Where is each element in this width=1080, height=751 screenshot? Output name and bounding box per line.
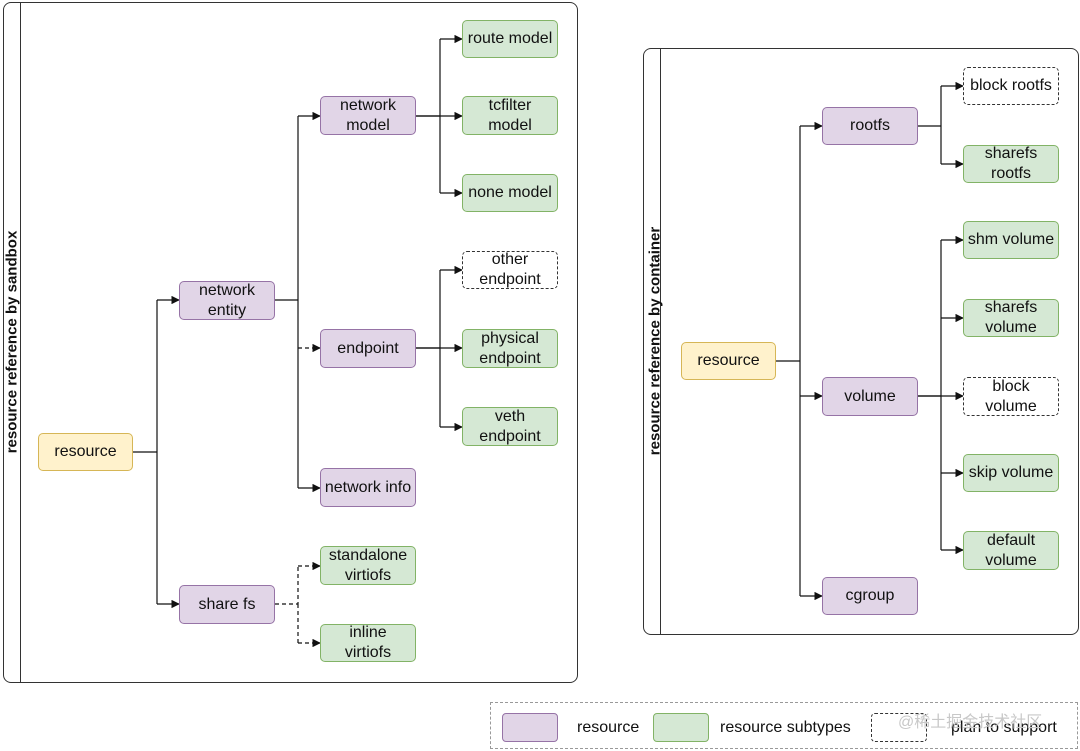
- legend-plan-swatch: [871, 713, 927, 742]
- block-volume-node: block volume: [963, 377, 1059, 416]
- sharefs-volume-node: sharefs volume: [963, 299, 1059, 337]
- default-volume-node: default volume: [963, 531, 1059, 570]
- sharefs-rootfs-node: sharefs rootfs: [963, 145, 1059, 183]
- network-entity-node: network entity: [179, 281, 275, 320]
- inline-virtiofs-node: inline virtiofs: [320, 624, 416, 662]
- other-endpoint-node: other endpoint: [462, 251, 558, 289]
- skip-volume-node: skip volume: [963, 454, 1059, 492]
- shm-volume-node: shm volume: [963, 221, 1059, 259]
- container-panel-title-bar: [644, 49, 661, 634]
- legend-subtype-swatch: [653, 713, 709, 742]
- tcfilter-model-node: tcfilter model: [462, 96, 558, 135]
- share-fs-node: share fs: [179, 585, 275, 624]
- veth-endpoint-node: veth endpoint: [462, 407, 558, 446]
- standalone-virtiofs-node: standalone virtiofs: [320, 546, 416, 585]
- physical-endpoint-node: physical endpoint: [462, 329, 558, 368]
- volume-node: volume: [822, 377, 918, 416]
- legend-resource-swatch: [502, 713, 558, 742]
- cgroup-node: cgroup: [822, 577, 918, 615]
- legend-resource-label: resource: [577, 719, 640, 736]
- sandbox-resource-node: resource: [38, 433, 133, 471]
- route-model-node: route model: [462, 20, 558, 58]
- legend: resource resource subtypes plan to suppo…: [490, 702, 1078, 749]
- legend-subtype-label: resource subtypes: [720, 719, 851, 736]
- sandbox-panel-title-bar: [4, 3, 21, 682]
- watermark: @稀土掘金技术社区: [898, 714, 1043, 731]
- rootfs-node: rootfs: [822, 107, 918, 145]
- network-info-node: network info: [320, 468, 416, 507]
- sandbox-panel-title: resource reference by sandbox: [3, 230, 21, 454]
- block-rootfs-node: block rootfs: [963, 67, 1059, 105]
- endpoint-node: endpoint: [320, 329, 416, 368]
- legend-plan-label: plan to support: [951, 719, 1057, 736]
- none-model-node: none model: [462, 174, 558, 212]
- network-model-node: network model: [320, 96, 416, 135]
- container-panel-title: resource reference by container: [646, 226, 664, 456]
- container-resource-node: resource: [681, 342, 776, 380]
